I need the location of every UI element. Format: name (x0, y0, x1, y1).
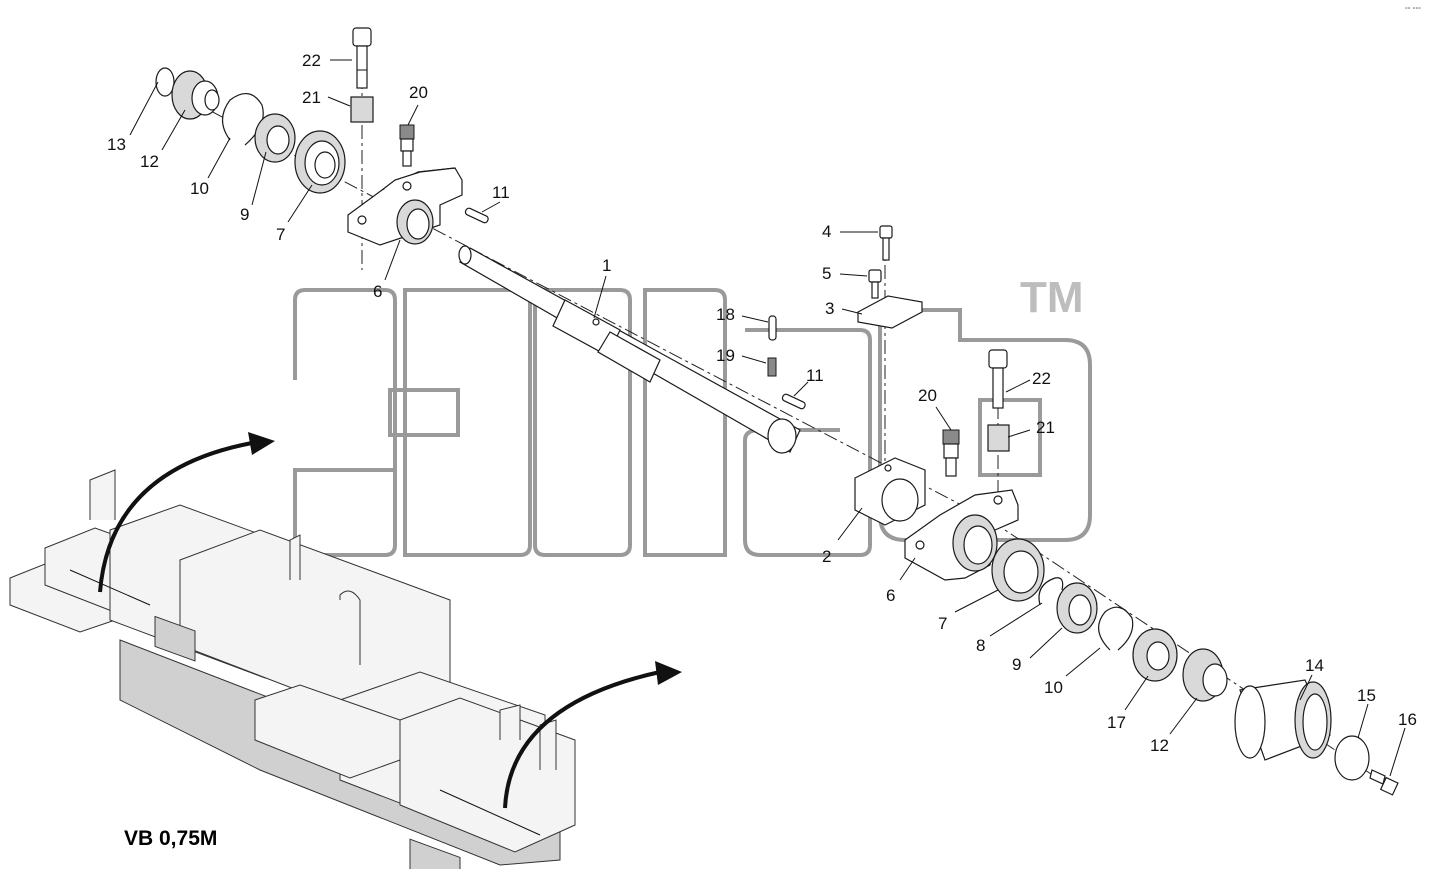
bearing-housing-6 (347, 167, 463, 246)
upper-left-assembly (155, 27, 489, 246)
corner-mark: °° °°° (1405, 6, 1421, 14)
pin-18 (768, 315, 777, 341)
callout-10: 10 (190, 179, 209, 198)
callout-10b: 10 (1044, 678, 1063, 697)
callout-12b: 12 (1150, 736, 1169, 755)
callout-3: 3 (825, 299, 834, 318)
callout-22b: 22 (1032, 369, 1051, 388)
callout-22: 22 (302, 51, 321, 70)
callout-13: 13 (107, 135, 126, 154)
bolt-16 (1369, 769, 1399, 796)
callout-7b: 7 (938, 614, 947, 633)
spacer-21-right (987, 424, 1010, 452)
middle-assembly (767, 225, 1399, 796)
screw-5 (868, 269, 882, 299)
plate-3 (857, 295, 923, 329)
callout-21b: 21 (1036, 418, 1055, 437)
screw-22-top (352, 27, 372, 89)
callout-20: 20 (409, 83, 428, 102)
callout-15: 15 (1357, 686, 1376, 705)
callout-17: 17 (1107, 713, 1126, 732)
callout-2: 2 (822, 547, 831, 566)
callout-11: 11 (492, 183, 510, 202)
callout-19: 19 (716, 346, 735, 365)
spacer-21-top (350, 96, 374, 123)
callout-9b: 9 (1012, 655, 1021, 674)
callout-16: 16 (1398, 710, 1417, 729)
bearing-housing-6-right (904, 489, 1019, 581)
callout-5: 5 (822, 264, 831, 283)
ring-8 (1038, 577, 1064, 606)
sleeve-14 (1234, 679, 1332, 761)
callout-8: 8 (976, 636, 985, 655)
callout-6b: 6 (886, 586, 895, 605)
circlip-10-right (1098, 606, 1134, 651)
spring-19 (767, 357, 777, 377)
callout-1: 1 (602, 256, 611, 275)
clamp-collar-2 (854, 457, 926, 526)
callout-14: 14 (1305, 656, 1324, 675)
callout-9: 9 (240, 205, 249, 224)
callout-6: 6 (373, 282, 382, 301)
screw-22-right (988, 349, 1008, 409)
leader-lines (129, 59, 1406, 777)
callout-20b: 20 (918, 386, 937, 405)
screw-4 (879, 225, 893, 261)
model-label: VB 0,75M (124, 827, 217, 850)
key-11-mid (781, 393, 806, 410)
machine-overview (9, 432, 682, 874)
key-11-top (464, 207, 489, 224)
callout-12: 12 (140, 152, 159, 171)
grease-nipple-20-top (399, 124, 415, 167)
trademark-mark: TM (1020, 273, 1084, 322)
shaft-1 (458, 245, 801, 454)
callout-11b: 11 (806, 366, 824, 385)
grease-nipple-20-right (942, 429, 960, 477)
callout-7: 7 (276, 225, 285, 244)
retaining-ring-13 (155, 67, 175, 97)
callout-4: 4 (822, 222, 831, 241)
callout-21: 21 (302, 88, 321, 107)
callouts: 22 21 20 13 12 10 9 7 6 11 1 4 5 3 18 19… (107, 51, 1417, 755)
callout-18: 18 (716, 305, 735, 324)
washer-15 (1334, 735, 1370, 781)
